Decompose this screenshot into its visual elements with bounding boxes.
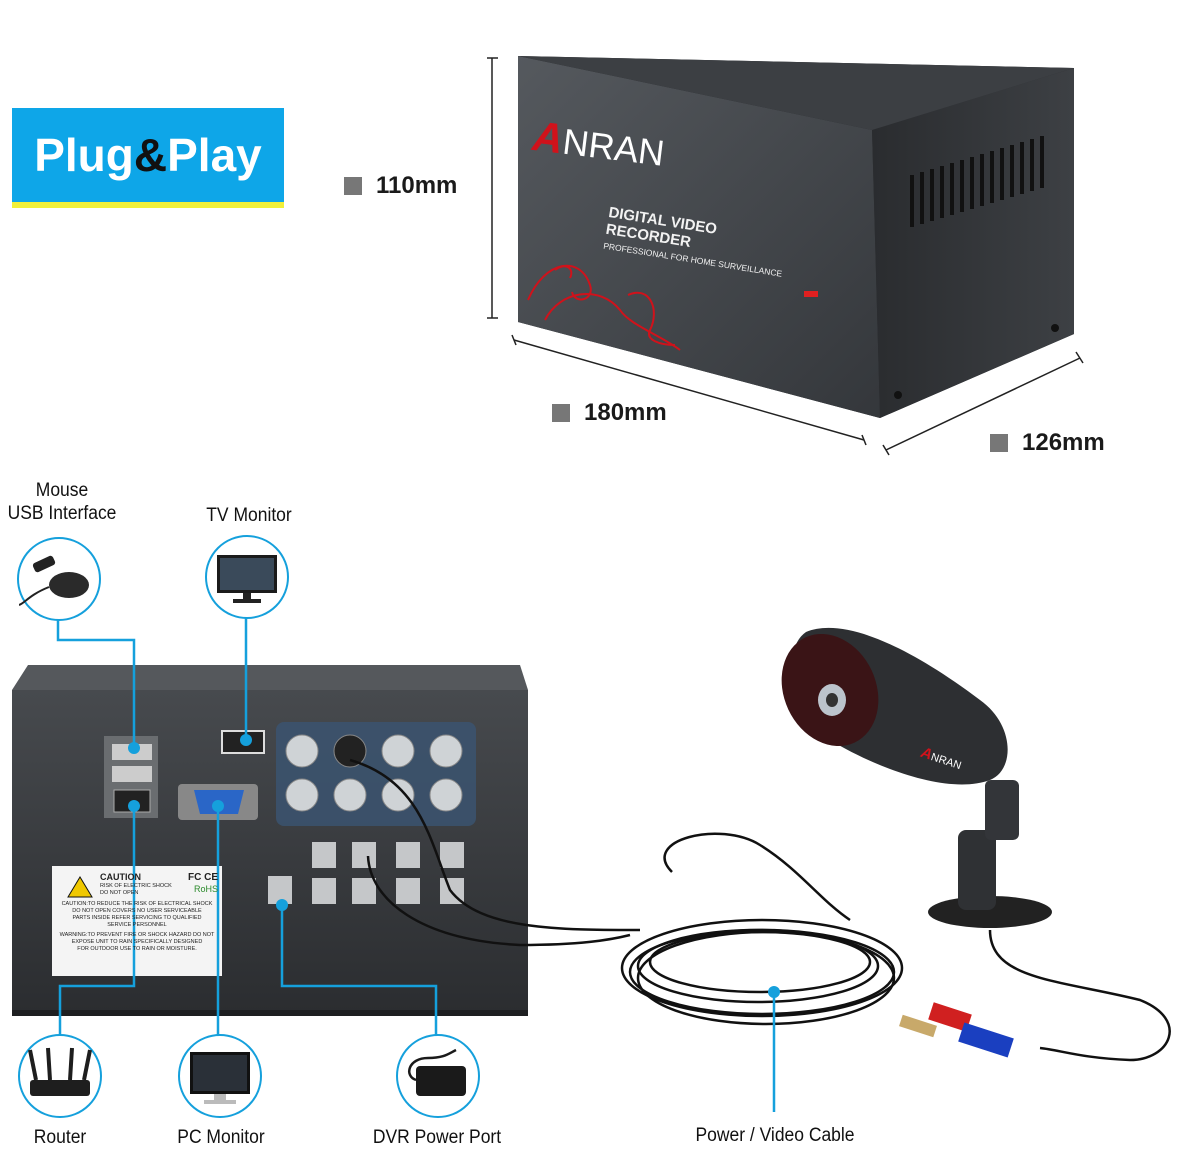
- rohs-mark: RoHS: [193, 884, 218, 894]
- caution-line1: RISK OF ELECTRIC SHOCK: [100, 883, 172, 889]
- bnc-panel: [276, 722, 476, 826]
- dimension-height: 110mm: [344, 172, 457, 200]
- router-icon: [28, 1047, 92, 1096]
- dvr-power-port-label: DVR Power Port: [372, 1127, 502, 1148]
- mouse-label-line2: USB Interface: [7, 503, 117, 524]
- router-circle: [18, 1034, 102, 1118]
- plug-and-play-badge: Plug&Play: [12, 108, 284, 208]
- connection-lines: [56, 616, 776, 1112]
- dvr-top-view: [487, 56, 1084, 456]
- tv-monitor-label: TV Monitor: [206, 505, 292, 526]
- badge-word-play: Play: [167, 129, 262, 181]
- cert-marks: FC CE: [188, 872, 218, 883]
- anran-logo-rest: NRAN: [560, 120, 667, 174]
- power-led: [804, 291, 818, 297]
- cable-connectors: [899, 1002, 1014, 1058]
- pc-monitor-circle: [178, 1034, 262, 1118]
- dimension-depth: 126mm: [990, 429, 1105, 457]
- vent-slots: [910, 136, 1044, 227]
- sticker-body-5: WARNING:TO PREVENT FIRE OR SHOCK HAZARD …: [59, 932, 215, 938]
- height-value: 110mm: [376, 172, 458, 199]
- connection-dots: [128, 734, 780, 998]
- bnc-connectors: [285, 734, 463, 812]
- sticker-body-7: FOR OUTDOOR USE TO RAIN OR MOISTURE.: [77, 946, 197, 952]
- sticker-body-4: SERVICE PERSONNEL: [107, 922, 167, 928]
- mouse-icon: [17, 537, 101, 621]
- mouse-label: Mouse USB Interface: [5, 479, 119, 525]
- dimension-width: 180mm: [552, 399, 667, 427]
- power-adapter-icon: [408, 1048, 466, 1096]
- mouse-label-line1: Mouse: [35, 480, 89, 501]
- badge-ampersand: &: [133, 129, 168, 181]
- width-value: 180mm: [584, 399, 667, 426]
- sticker-body-2: DO NOT OPEN COVERS NO USER SERVICEABLE: [72, 908, 202, 914]
- caution-sticker-text: CAUTION RISK OF ELECTRIC SHOCK DO NOT OP…: [56, 872, 218, 953]
- dvr-rear-view: [12, 665, 528, 1016]
- caution-line2: DO NOT OPEN: [100, 890, 139, 896]
- dimension-marker: [552, 404, 570, 422]
- dvr-power-circle: [396, 1034, 480, 1118]
- tv-icon: [217, 555, 277, 603]
- pc-monitor-label: PC Monitor: [177, 1127, 265, 1148]
- dvr-front-face: [518, 56, 880, 418]
- audio-sockets: [268, 842, 464, 904]
- dimension-marker: [990, 434, 1008, 452]
- caution-heading: CAUTION: [100, 872, 141, 882]
- depth-value: 126mm: [1022, 429, 1105, 456]
- cable-coil: [349, 758, 1171, 1062]
- power-video-cable-label: Power / Video Cable: [695, 1125, 855, 1146]
- dvr-top-face: [518, 56, 1074, 130]
- sticker-body-1: CAUTION:TO REDUCE THE RISK OF ELECTRICAL…: [61, 901, 213, 907]
- badge-word-plug: Plug: [34, 129, 134, 181]
- tv-monitor-icon: [205, 535, 289, 619]
- red-flourish: [527, 264, 681, 351]
- sticker-body-6: EXPOSE UNIT TO RAIN SPECIFICALLY DESIGNE…: [71, 939, 203, 945]
- sticker-body-3: PARTS INSIDE REFER SERVICING TO QUALIFIE…: [72, 915, 202, 921]
- dimension-marker: [344, 177, 362, 195]
- dimension-lines: [487, 57, 1084, 456]
- router-label: Router: [33, 1127, 87, 1148]
- bullet-camera: [781, 627, 1052, 928]
- usb-mouse-icon: [19, 555, 89, 606]
- pc-monitor-icon: [190, 1052, 250, 1104]
